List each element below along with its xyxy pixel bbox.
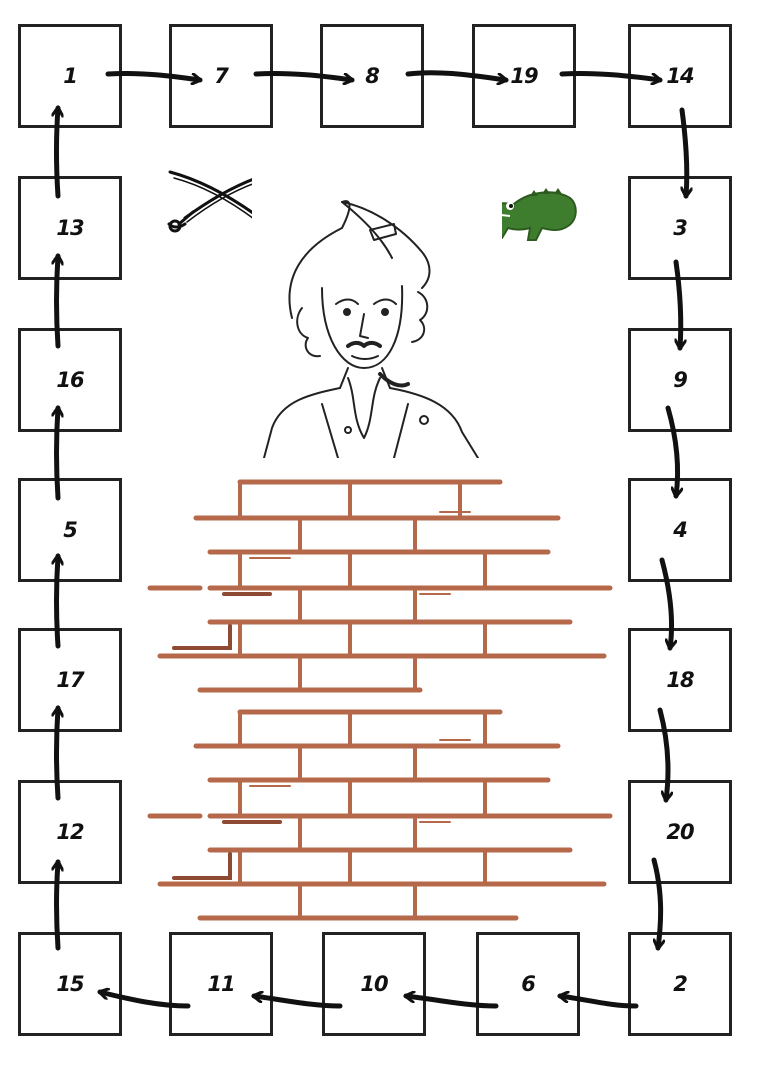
cell-number: 10 [360, 972, 388, 996]
cell-number: 4 [673, 518, 688, 542]
pirate-portrait [252, 168, 502, 458]
cell-number: 13 [56, 216, 84, 240]
cell-19[interactable]: 19 [472, 24, 576, 128]
cell-number: 15 [56, 972, 84, 996]
cell-9[interactable]: 9 [628, 328, 732, 432]
cell-5[interactable]: 5 [18, 478, 122, 582]
cell-17[interactable]: 17 [18, 628, 122, 732]
cell-number: 14 [666, 64, 694, 88]
cell-7[interactable]: 7 [169, 24, 273, 128]
cell-number: 17 [56, 668, 84, 692]
cell-6[interactable]: 6 [476, 932, 580, 1036]
cell-number: 1 [63, 64, 78, 88]
cell-number: 9 [673, 368, 688, 392]
cell-10[interactable]: 10 [322, 932, 426, 1036]
cell-number: 18 [666, 668, 694, 692]
cell-4[interactable]: 4 [628, 478, 732, 582]
cell-number: 16 [56, 368, 84, 392]
cell-number: 7 [214, 64, 229, 88]
cell-number: 20 [666, 820, 694, 844]
cell-20[interactable]: 20 [628, 780, 732, 884]
cell-16[interactable]: 16 [18, 328, 122, 432]
cell-12[interactable]: 12 [18, 780, 122, 884]
cell-18[interactable]: 18 [628, 628, 732, 732]
cell-14[interactable]: 14 [628, 24, 732, 128]
cell-11[interactable]: 11 [169, 932, 273, 1036]
cell-number: 5 [63, 518, 78, 542]
cell-13[interactable]: 13 [18, 176, 122, 280]
cell-1[interactable]: 1 [18, 24, 122, 128]
cell-2[interactable]: 2 [628, 932, 732, 1036]
cell-number: 2 [673, 972, 688, 996]
brick-wall [147, 479, 613, 921]
cell-number: 6 [521, 972, 536, 996]
cell-number: 19 [510, 64, 538, 88]
cell-15[interactable]: 15 [18, 932, 122, 1036]
cell-8[interactable]: 8 [320, 24, 424, 128]
cell-number: 3 [673, 216, 688, 240]
cell-number: 8 [365, 64, 380, 88]
cell-number: 11 [207, 972, 235, 996]
cell-number: 12 [56, 820, 84, 844]
cell-3[interactable]: 3 [628, 176, 732, 280]
